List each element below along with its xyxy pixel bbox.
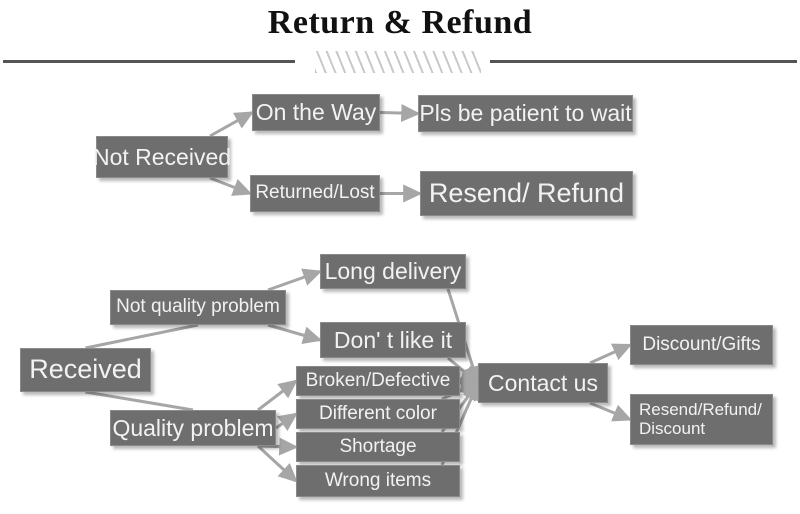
flow-node-resend-refund-discount: Resend/Refund/ Discount [630, 394, 773, 445]
flow-node-contact-us: Contact us [478, 363, 608, 403]
flow-edge-on-the-way-to-pls-be-patient [379, 104, 421, 123]
flow-node-resend-refund: Resend/ Refund [420, 171, 633, 216]
flow-edge-quality-to-broken-defective [257, 379, 298, 412]
flow-edge-not-quality-to-dont-like-it [267, 323, 323, 344]
divider-rule-right [490, 60, 797, 63]
flow-edge-contact-us-to-resend-refund-discount [589, 401, 633, 422]
flow-edge-quality-to-wrong-items [256, 444, 298, 483]
flow-edge-quality-to-shortage [257, 437, 299, 456]
flow-node-different-color: Different color [296, 399, 460, 429]
page-title: Return & Refund [267, 4, 533, 41]
flow-node-not-received: Not Received [93, 136, 231, 178]
flow-node-shortage: Shortage [296, 432, 460, 462]
flow-node-broken-defective: Broken/Defective [296, 366, 460, 396]
flow-edge-received-to-quality-problem [85, 390, 194, 412]
flow-edge-not-received-to-on-the-way [209, 111, 255, 138]
flow-node-discount-gifts: Discount/Gifts [630, 325, 773, 365]
flow-node-on-the-way: On the Way [252, 94, 380, 131]
diagonal-hatch-divider-icon [315, 51, 481, 73]
flow-node-dont-like-it: Don' t like it [320, 322, 466, 358]
flow-node-received: Received [20, 348, 151, 392]
flow-edge-contact-us-to-discount-gifts [589, 343, 633, 365]
flow-edge-quality-to-different-color [275, 412, 298, 432]
flow-node-pls-be-patient: Pls be patient to wait [418, 95, 633, 132]
flow-edge-received-to-not-quality-problem [85, 323, 199, 350]
divider-rule-left [3, 60, 295, 63]
flow-edge-not-quality-to-long-delivery [267, 268, 323, 292]
flow-edge-not-received-to-returned-lost [209, 176, 253, 196]
flow-node-returned-lost: Returned/Lost [250, 175, 380, 212]
flow-node-wrong-items: Wrong items [296, 465, 460, 497]
page-header: Return & Refund [0, 0, 800, 78]
flow-node-long-delivery: Long delivery [320, 254, 466, 289]
flow-node-quality-problem: Quality problem [110, 410, 276, 446]
flow-node-not-quality-problem: Not quality problem [110, 290, 286, 325]
